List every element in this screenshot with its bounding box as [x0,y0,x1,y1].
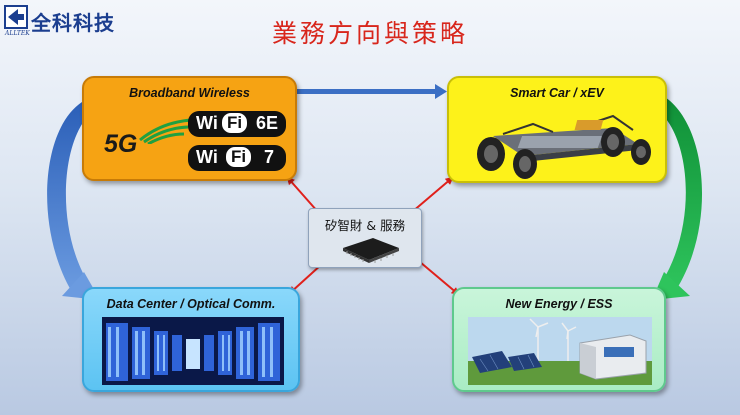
arrow-center-to-energy [419,261,460,296]
wifi-7-wi: Wi [196,147,218,167]
arrow-center-to-broadband [286,176,319,213]
node-data-center: Data Center / Optical Comm. [82,287,300,392]
node-broadband-label: Broadband Wireless [129,86,250,100]
node-datacenter-label: Data Center / Optical Comm. [106,297,276,311]
node-smart-car: Smart Car / xEV [447,76,667,183]
node-new-energy: New Energy / ESS [452,287,666,392]
company-logo: 全科科技 ALLTEK [4,5,134,37]
node-broadband-wireless: Broadband Wireless 5G Wi Fi 6E Wi Fi 7 [82,76,297,181]
node-smartcar-label: Smart Car / xEV [510,86,604,100]
wifi-6e-badge: Wi Fi 6E [188,111,286,137]
node-center-label: 矽智財 & 服務 [324,218,406,233]
solar-wind-storage-icon [468,317,652,385]
logo-subtitle: ALLTEK [5,30,30,37]
logo-5g: 5G [104,130,138,158]
wifi-7-badge: Wi Fi 7 [188,145,286,171]
ic-chip-icon [343,238,399,263]
wifi-7-fi: Fi [226,147,252,167]
logo-mark-icon [4,5,28,29]
ev-chassis-icon [477,114,651,179]
arrow-center-to-datacenter [288,263,323,295]
signal-waves-icon [139,118,193,144]
node-ip-services: 矽智財 & 服務 [308,208,422,268]
wifi-7-num: 7 [264,147,275,167]
page-title: 業務方向與策略 [271,19,468,48]
server-room-icon [102,317,284,385]
arrow-broadband-to-smartcar [297,84,447,99]
arrow-center-to-smartcar [411,176,454,213]
logo-name: 全科科技 [31,11,115,35]
node-energy-label: New Energy / ESS [505,297,613,311]
wifi-6e-num: 6E [256,113,279,133]
wifi-6e-fi: Fi [222,113,248,133]
wifi-6e-wi: Wi [196,113,218,133]
